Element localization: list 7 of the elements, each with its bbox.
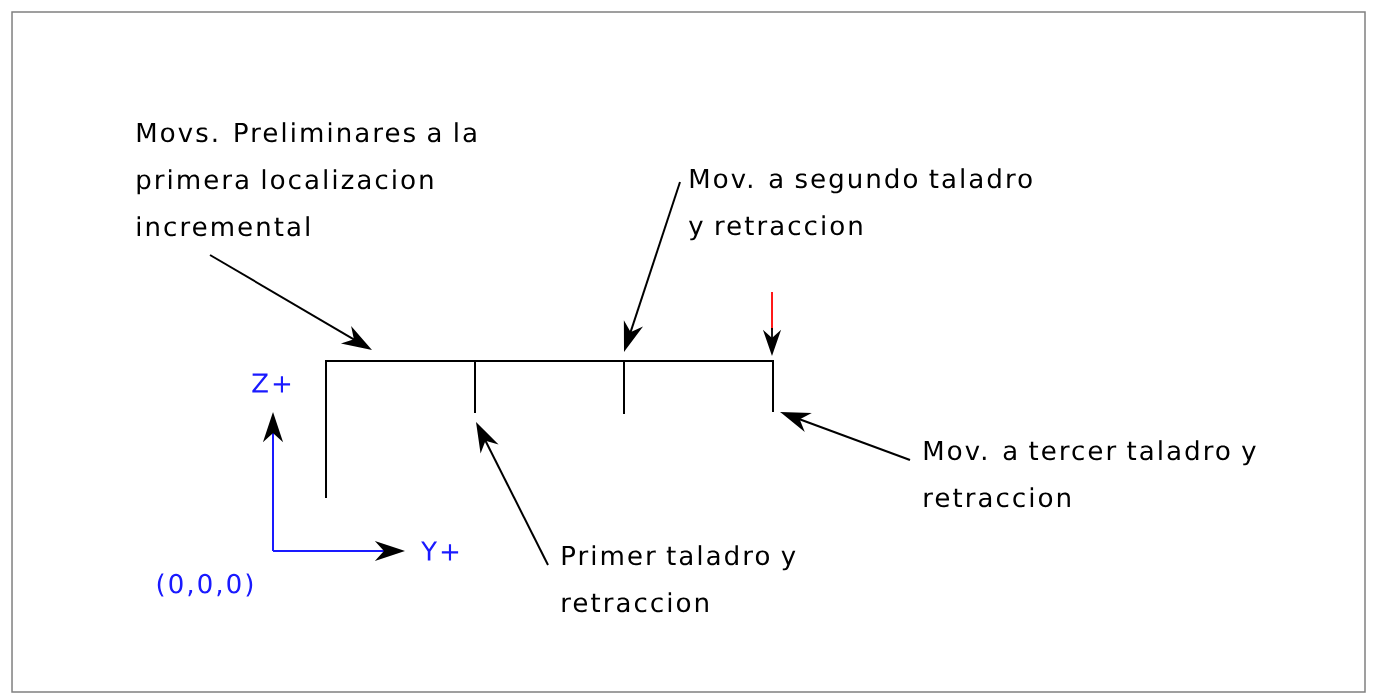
axis-label: Z+ [252, 373, 291, 393]
annotation-text: Mov. a tercer taladro y retraccion [924, 440, 1256, 508]
axis-label: (0,0,0) [157, 573, 253, 597]
annotation-text: Movs. Preliminares a la primera localizacion incremental [137, 122, 476, 237]
annotation-text: Mov. a segundo taladro y retraccion [689, 168, 1032, 241]
axis-label: Y+ [421, 541, 459, 561]
annotation-text: Primer taladro y retraccion [562, 545, 796, 613]
